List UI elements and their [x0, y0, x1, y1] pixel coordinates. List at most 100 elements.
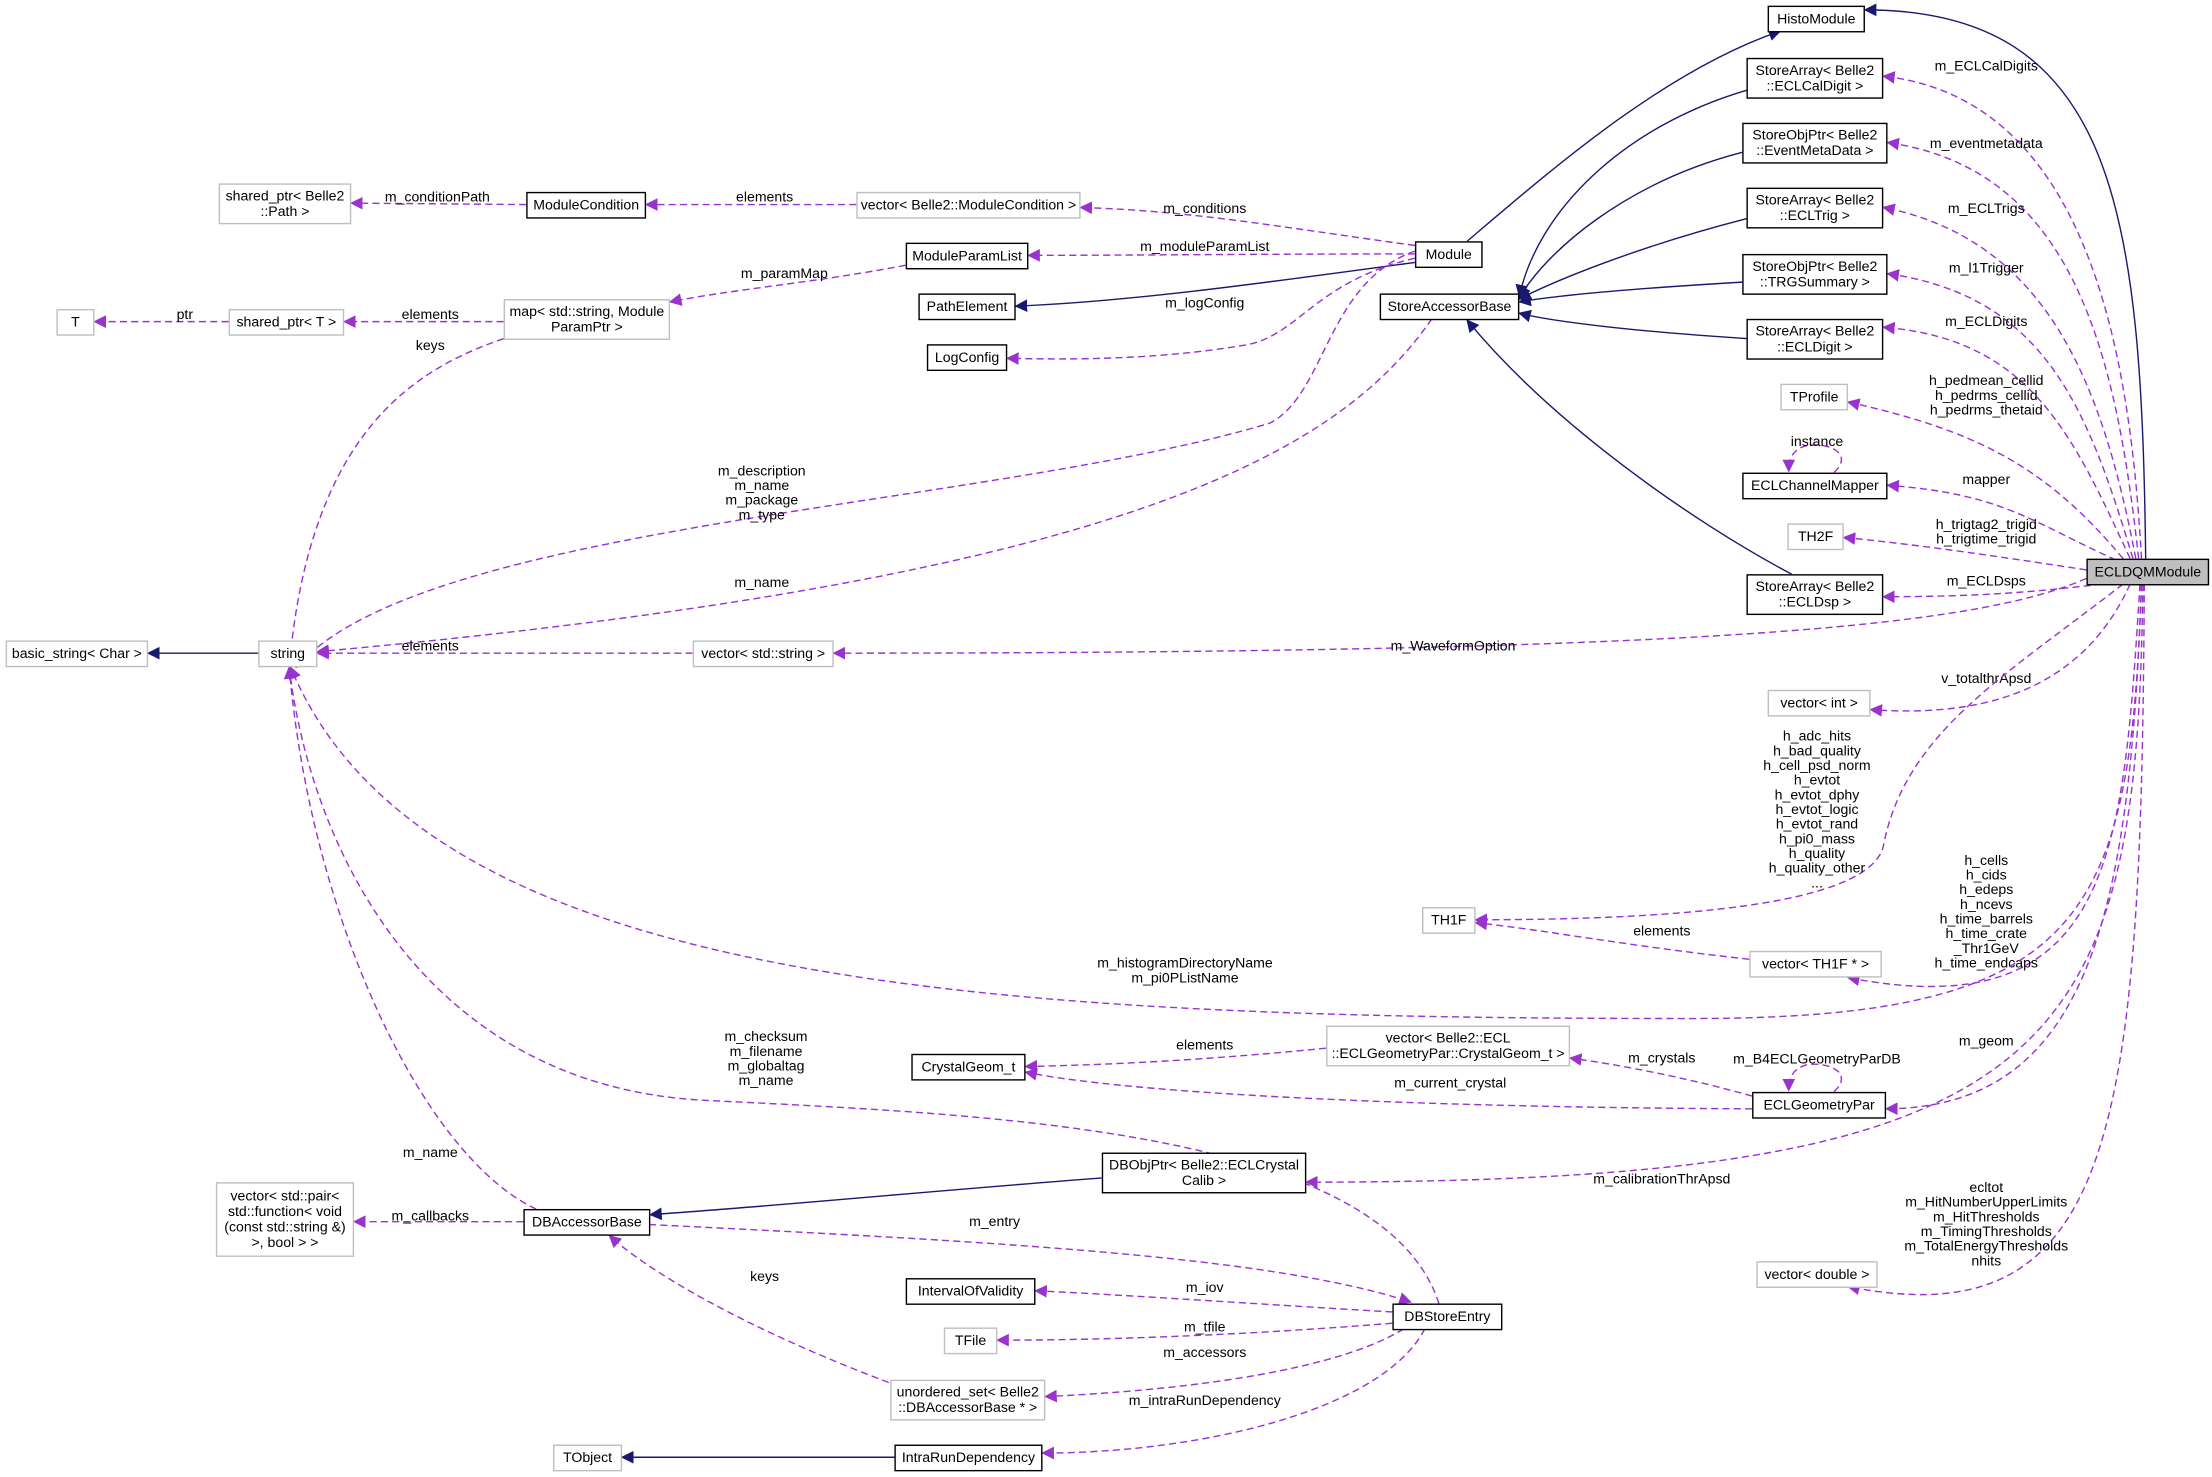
class-node-vec-modcond[interactable]: vector< Belle2::ModuleCondition >: [856, 191, 1081, 219]
edge-label: h_trigtag2_trigid: [1936, 516, 2037, 532]
class-node-vec-int[interactable]: vector< int >: [1767, 689, 1871, 717]
usage-arrow: [1474, 917, 1750, 960]
usage-arrow: [350, 196, 527, 210]
node-box: [1767, 5, 1865, 33]
edge-label: nhits: [1971, 1252, 2001, 1268]
class-node-dbaccessorbase[interactable]: DBAccessorBase: [523, 1208, 651, 1236]
edge-label: m_logConfig: [1165, 295, 1244, 311]
class-node-sa-trig[interactable]: StoreArray< Belle2::ECLTrig >: [1746, 187, 1884, 229]
node-box: [1414, 241, 1483, 269]
class-node-vec-string[interactable]: vector< std::string >: [692, 640, 834, 668]
node-label: StoreArray< Belle2: [1756, 578, 1875, 594]
class-node-pathelement[interactable]: PathElement: [918, 293, 1016, 321]
class-node-modulecondition[interactable]: ModuleCondition: [526, 191, 647, 219]
class-node-moduleparamlist[interactable]: ModuleParamList: [905, 242, 1029, 270]
class-node-logconfig[interactable]: LogConfig: [926, 344, 1008, 372]
class-node-tfile[interactable]: TFile: [943, 1327, 998, 1355]
edge-label: m_ECLCalDigits: [1935, 58, 2038, 74]
class-node-crystalgeom-t[interactable]: CrystalGeom_t: [911, 1053, 1026, 1081]
usage-edge-unordered-set-to-dbaccessorbase: keys: [608, 1234, 890, 1384]
edge-label: m_eventmetadata: [1930, 135, 2043, 151]
node-label: (const std::string &): [224, 1219, 345, 1235]
edge-label: h_pedrms_cellid: [1935, 387, 2038, 403]
node-box: [1746, 318, 1884, 360]
usage-edge-dbaccessorbase-to-vec-pair: m_callbacks: [352, 1207, 524, 1229]
class-node-t[interactable]: T: [56, 308, 95, 336]
usage-arrow: [1005, 257, 1416, 365]
class-node-eclchannelmapper[interactable]: ECLChannelMapper: [1742, 472, 1888, 500]
node-label: vector< int >: [1780, 694, 1858, 710]
class-node-module[interactable]: Module: [1414, 241, 1483, 269]
usage-edge-module-to-vec-modcond: m_conditions: [1079, 200, 1416, 247]
usage-arrow: [316, 318, 1433, 658]
class-node-sa-caldigit[interactable]: StoreArray< Belle2::ECLCalDigit >: [1746, 57, 1884, 99]
node-label: Calib >: [1182, 1172, 1226, 1188]
node-box: [692, 640, 834, 668]
usage-edge-eclgeometrypar-to-vec-crystalgeom: m_crystals: [1568, 1049, 1753, 1097]
inheritance-edge-so-trg-to-storeaccessorbase: [1518, 281, 1743, 307]
class-node-sp-path[interactable]: shared_ptr< Belle2::Path >: [218, 183, 352, 225]
usage-arrow: [1568, 1053, 1753, 1097]
class-node-so-eventmeta[interactable]: StoreObjPtr< Belle2::EventMetaData >: [1742, 122, 1888, 164]
edge-label: m_conditionPath: [385, 189, 490, 205]
usage-arrow: [1886, 479, 2117, 561]
class-node-ecldqmmodule[interactable]: ECLDQMModule: [2086, 558, 2210, 586]
node-label: StoreObjPtr< Belle2: [1752, 258, 1877, 274]
class-node-basic-string[interactable]: basic_string< Char >: [5, 640, 149, 668]
edge-label: h_time_barrels: [1940, 910, 2033, 926]
class-node-vec-double[interactable]: vector< double >: [1756, 1261, 1878, 1288]
class-node-sa-digit[interactable]: StoreArray< Belle2::ECLDigit >: [1746, 318, 1884, 360]
edge-label: h_time_endcaps: [1935, 954, 2038, 970]
class-node-eclgeometrypar[interactable]: ECLGeometryPar: [1752, 1091, 1887, 1119]
node-label: Module: [1426, 246, 1472, 262]
class-node-string[interactable]: string: [258, 640, 318, 668]
node-label: TFile: [955, 1332, 986, 1348]
usage-edge-module-to-logconfig: m_logConfig: [1005, 257, 1416, 365]
class-node-tprofile[interactable]: TProfile: [1780, 383, 1849, 411]
node-box: [1742, 472, 1888, 500]
node-label: ::ECLGeometryPar::CrystalGeom_t >: [1332, 1045, 1565, 1061]
node-box: [890, 1379, 1046, 1421]
edge-label: m_ECLDigits: [1945, 313, 2027, 329]
class-node-th2f[interactable]: TH2F: [1787, 523, 1844, 551]
node-label: TH2F: [1798, 528, 1834, 544]
class-node-vec-th1f[interactable]: vector< TH1F * >: [1749, 950, 1882, 978]
edge-label: h_ncevs: [1960, 896, 2013, 912]
class-node-histomodule[interactable]: HistoModule: [1767, 5, 1865, 33]
usage-arrow: [1846, 583, 2141, 988]
class-node-so-trg[interactable]: StoreObjPtr< Belle2::TRGSummary >: [1742, 253, 1888, 295]
class-node-th1f[interactable]: TH1F: [1421, 907, 1476, 934]
node-box: [1326, 1025, 1571, 1067]
edge-label: h_cids: [1966, 866, 2007, 882]
edge-label: ecltot: [1969, 1179, 2003, 1195]
class-node-vec-crystalgeom[interactable]: vector< Belle2::ECL::ECLGeometryPar::Cry…: [1326, 1025, 1571, 1067]
usage-arrow: [283, 337, 504, 669]
class-node-storeaccessorbase[interactable]: StoreAccessorBase: [1379, 293, 1520, 321]
node-box: [553, 1444, 623, 1472]
edge-label: m_paramMap: [741, 265, 828, 281]
class-node-sa-dsp[interactable]: StoreArray< Belle2::ECLDsp >: [1746, 574, 1884, 616]
class-node-dbstoreentry[interactable]: DBStoreEntry: [1392, 1303, 1503, 1331]
edge-label: m_tfile: [1184, 1319, 1226, 1335]
node-box: [523, 1208, 651, 1236]
usage-arrow: [1882, 71, 2143, 559]
class-node-tobject[interactable]: TObject: [553, 1444, 623, 1472]
node-box: [5, 640, 149, 668]
node-label: ::DBAccessorBase * >: [898, 1399, 1037, 1415]
class-node-intrarundependency[interactable]: IntraRunDependency: [894, 1444, 1043, 1472]
usage-arrow: [1842, 532, 2087, 571]
usage-edge-dbstoreentry-to-intrarundependency: m_intraRunDependency: [1041, 1328, 1426, 1460]
class-node-sp-t[interactable]: shared_ptr< T >: [228, 308, 345, 336]
class-node-intervalofvalidity[interactable]: IntervalOfValidity: [905, 1278, 1036, 1305]
class-node-vec-pair[interactable]: vector< std::pair<std::function< void(co…: [215, 1182, 355, 1257]
node-box: [1756, 1261, 1878, 1288]
inheritance-arrow: [1518, 217, 1747, 300]
edge-label: m_iov: [1186, 1279, 1224, 1295]
usage-arrow: [1869, 583, 2131, 717]
edge-label: m_pi0PListName: [1131, 969, 1238, 985]
class-node-unordered-set[interactable]: unordered_set< Belle2::DBAccessorBase * …: [890, 1379, 1046, 1421]
